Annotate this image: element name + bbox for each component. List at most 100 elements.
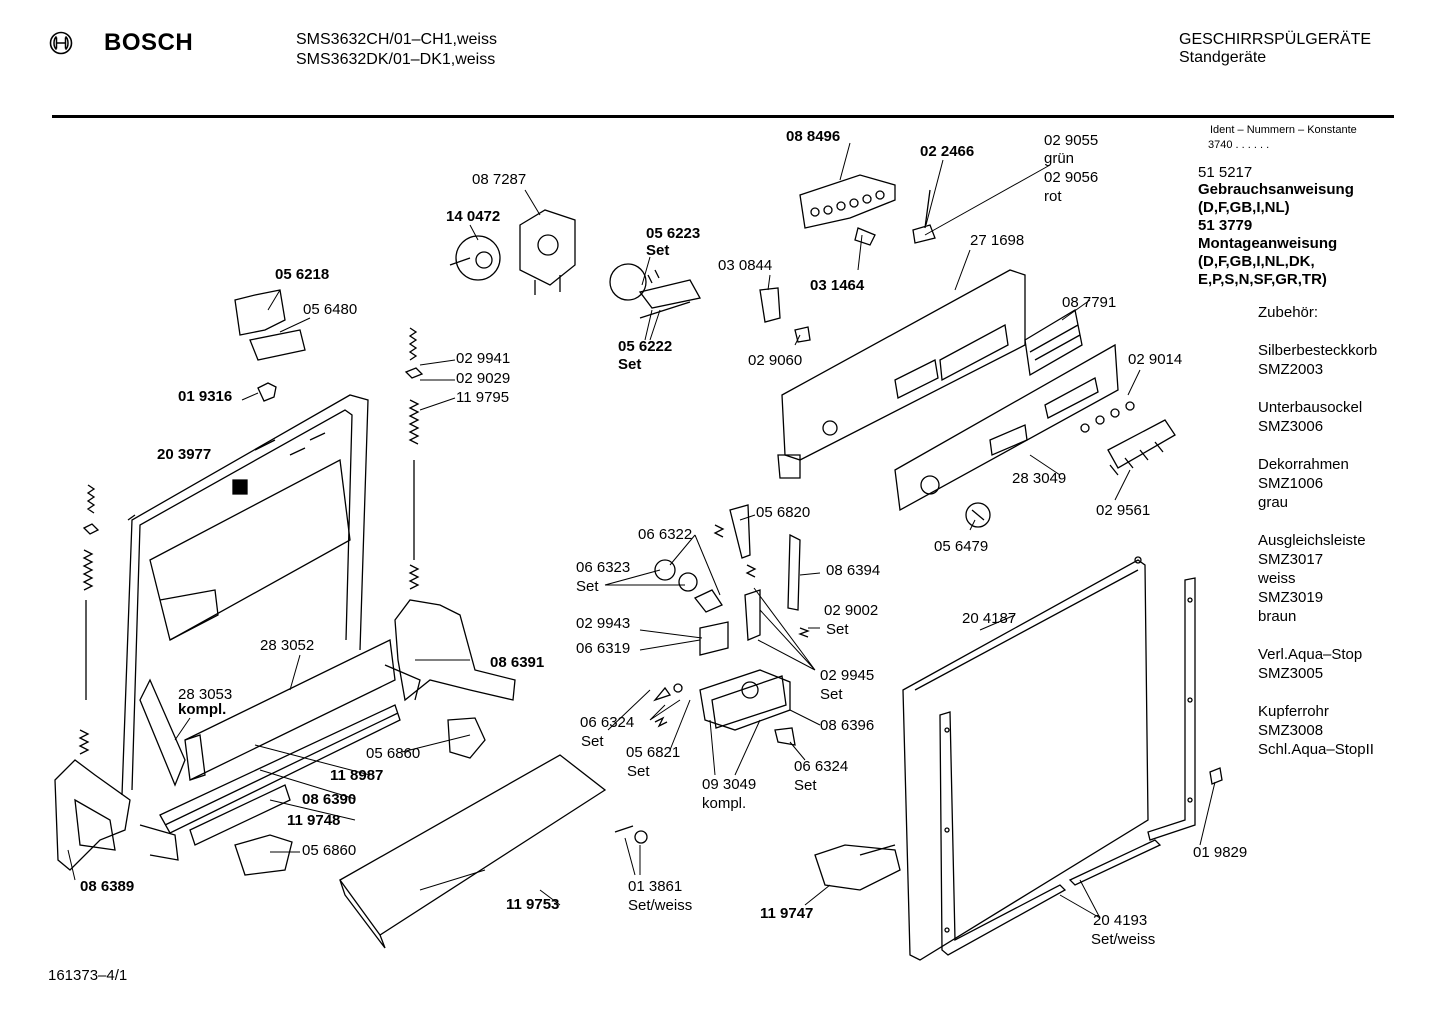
label-086390: 08 6390 — [302, 791, 357, 808]
label-204193-setweiss: Set/weiss — [1091, 931, 1156, 948]
doc2-number: 51 3779 — [1198, 217, 1253, 234]
label-283053-kompl: kompl. — [178, 701, 227, 718]
part-030844 — [760, 288, 780, 322]
label-056821: 05 6821 — [626, 744, 681, 761]
label-056821-set: Set — [627, 763, 650, 780]
cable-022466 — [913, 190, 935, 243]
label-056480: 05 6480 — [303, 301, 358, 318]
label-gruen: grün — [1044, 150, 1075, 167]
label-088496: 08 8496 — [786, 128, 841, 145]
latch-056218 — [235, 290, 285, 335]
accessory-line: Kupferrohr — [1258, 703, 1329, 720]
accessory-line: SMZ1006 — [1258, 475, 1324, 492]
side-trim-right — [1148, 578, 1195, 840]
foot-056860b — [235, 835, 292, 875]
label-056479: 05 6479 — [934, 538, 989, 555]
accessory-line: Dekorrahmen — [1258, 456, 1349, 473]
label-056222-set: Set — [618, 356, 642, 373]
label-031464: 03 1464 — [810, 277, 865, 294]
screw-013861 — [615, 826, 633, 832]
label-029055: 02 9055 — [1044, 132, 1099, 149]
doc2-langs-2: E,P,S,N,SF,GR,TR) — [1198, 271, 1327, 288]
latch-056480 — [250, 330, 305, 360]
accessory-line: Schl.Aqua–StopII — [1258, 741, 1374, 758]
label-119795: 11 9795 — [456, 389, 510, 406]
rail-086390 — [160, 705, 400, 833]
accessory-line: grau — [1258, 494, 1289, 511]
ident-value: 3740 . . . . . . — [1208, 139, 1270, 151]
hinge-assembly-right — [385, 600, 515, 700]
label-019829: 01 9829 — [1193, 844, 1248, 861]
motor-087287 — [520, 210, 575, 295]
label-086396: 08 6396 — [820, 717, 875, 734]
label-086389: 08 6389 — [80, 878, 135, 895]
doc1-title: Gebrauchsanweisung — [1198, 181, 1354, 198]
label-140472: 14 0472 — [446, 208, 501, 225]
knob-140472 — [450, 236, 500, 280]
label-029561: 02 9561 — [1096, 502, 1151, 519]
accessory-line: SMZ3008 — [1258, 722, 1324, 739]
label-019316: 01 9316 — [178, 388, 233, 405]
label-rot: rot — [1044, 188, 1062, 205]
label-066323: 06 6323 — [576, 559, 631, 576]
label-066324b: 06 6324 — [794, 758, 849, 775]
strip-283053 — [140, 680, 185, 785]
part-029060 — [795, 327, 810, 342]
switch-block-087791 — [1025, 310, 1082, 375]
label-056820: 05 6820 — [756, 504, 811, 521]
brand-name: BOSCH — [104, 29, 194, 56]
label-204187: 20 4187 — [962, 610, 1017, 627]
foot-056860a — [448, 718, 485, 758]
doc1-number: 51 5217 — [1198, 164, 1253, 181]
part-031464 — [855, 228, 875, 245]
label-056218: 05 6218 — [275, 266, 330, 283]
cap-013861 — [635, 831, 647, 843]
front-panel-283049 — [895, 345, 1118, 510]
model-line-2: SMS3632DK/01–DK1,weiss — [296, 51, 496, 68]
label-029002: 02 9002 — [824, 602, 879, 619]
label-283052: 28 3052 — [260, 637, 315, 654]
label-093049-kompl: kompl. — [702, 795, 747, 812]
label-093049: 09 3049 — [702, 776, 757, 793]
label-056223-set: Set — [646, 242, 670, 259]
label-271698: 27 1698 — [970, 232, 1025, 249]
accessory-line: SMZ3019 — [1258, 589, 1324, 606]
hinge-bracket-119747 — [815, 845, 900, 890]
knob-056479 — [966, 503, 990, 527]
label-203977: 20 3977 — [157, 446, 212, 463]
label-029945: 02 9945 — [820, 667, 875, 684]
label-119748: 11 9748 — [287, 812, 341, 829]
spring-middle — [406, 328, 422, 589]
side-trim-left — [940, 712, 1065, 955]
buttons-029014 — [1081, 402, 1134, 432]
label-066324b-set: Set — [794, 777, 817, 794]
label-013861-setweiss: Set/weiss — [628, 897, 693, 914]
accessory-line: Silberbesteckkorb — [1258, 342, 1378, 359]
label-056860b: 05 6860 — [302, 842, 357, 859]
door-panel-204187 — [903, 557, 1148, 960]
category-title: GESCHIRRSPÜLGERÄTE — [1179, 31, 1372, 48]
bosch-logo-icon — [49, 31, 73, 55]
label-086394: 08 6394 — [826, 562, 881, 579]
label-029945-set: Set — [820, 686, 843, 703]
accessory-line: Verl.Aqua–Stop — [1258, 646, 1363, 663]
part-019316 — [258, 383, 276, 401]
accessory-line: Ausgleichsleiste — [1258, 532, 1366, 549]
label-066324a: 06 6324 — [580, 714, 635, 731]
accessory-line: SMZ3006 — [1258, 418, 1324, 435]
door-inner-frame — [122, 395, 368, 795]
label-056860a: 05 6860 — [366, 745, 421, 762]
label-029943: 02 9943 — [576, 615, 631, 632]
accessory-line: braun — [1258, 608, 1297, 625]
label-029014: 02 9014 — [1128, 351, 1183, 368]
label-029029: 02 9029 — [456, 370, 511, 387]
label-283049: 28 3049 — [1012, 470, 1067, 487]
drawing-number: 161373–4/1 — [48, 967, 128, 984]
model-line-1: SMS3632CH/01–CH1,weiss — [296, 31, 497, 48]
header-rule — [52, 115, 1394, 118]
label-056222: 05 6222 — [618, 338, 673, 355]
rail-119748 — [190, 785, 290, 845]
hinge-assembly-left — [55, 760, 178, 870]
leader-lines — [68, 143, 1215, 918]
label-013861: 01 3861 — [628, 878, 683, 895]
